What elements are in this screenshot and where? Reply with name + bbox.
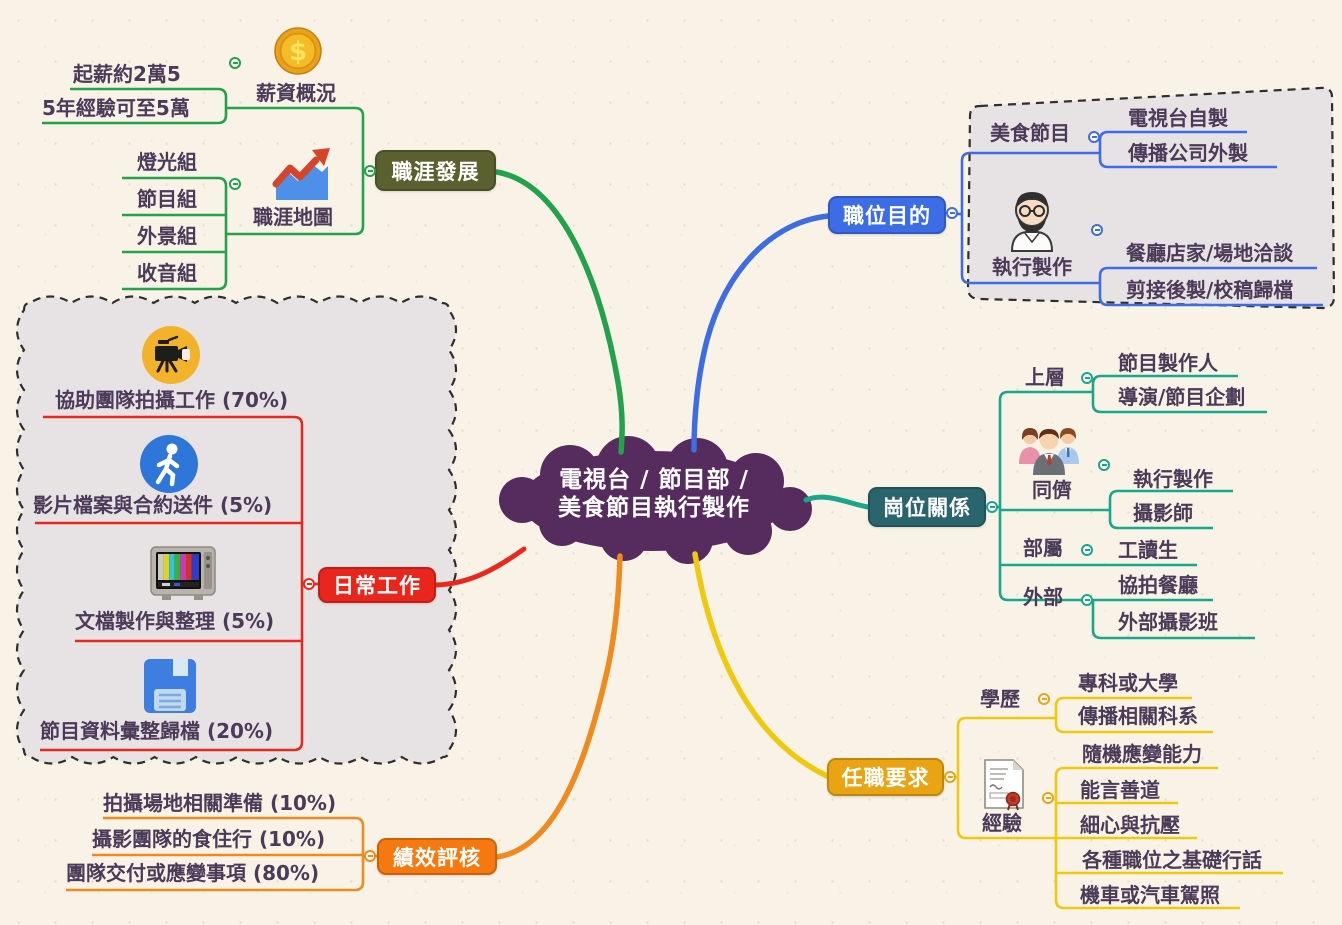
- topic-crew-logistics[interactable]: 攝影團隊的食住行 (10%): [92, 827, 326, 851]
- purpose-branch-lines: [947, 130, 1323, 307]
- topic-adaptability[interactable]: 隨機應變能力: [1082, 742, 1202, 766]
- relations-branch-lines: [986, 374, 1267, 640]
- topic-program-team[interactable]: 節目組: [137, 187, 197, 211]
- collapse-button-external[interactable]: [1081, 594, 1093, 606]
- node-performance-review-label: 績效評核: [393, 845, 481, 870]
- node-position-relations[interactable]: 崗位關係: [868, 487, 986, 527]
- node-job-requirements-label: 任職要求: [841, 766, 930, 790]
- topic-college[interactable]: 專科或大學: [1078, 671, 1178, 695]
- topic-partner-restaurants[interactable]: 協拍餐廳: [1118, 573, 1198, 597]
- topic-document-organizing[interactable]: 文檔製作與整理 (5%): [75, 609, 275, 633]
- topic-file-contract-delivery[interactable]: 影片檔案與合約送件 (5%): [33, 493, 273, 517]
- topic-tv-inhouse[interactable]: 電視台自製: [1128, 106, 1228, 130]
- certificate-icon: [984, 759, 1024, 811]
- topic-external[interactable]: 外部: [1023, 585, 1063, 609]
- topic-career-map[interactable]: 職涯地圖: [253, 205, 333, 229]
- topic-part-timer[interactable]: 工讀生: [1118, 538, 1178, 562]
- collapse-button-exec[interactable]: [1091, 224, 1103, 236]
- topic-team-delivery[interactable]: 團隊交付或應變事項 (80%): [66, 861, 320, 885]
- topic-salary-overview[interactable]: 薪資概況: [256, 81, 336, 105]
- topic-industry-jargon[interactable]: 各種職位之基礎行話: [1082, 848, 1262, 872]
- collapse-button-subordinates[interactable]: [1081, 544, 1093, 556]
- topic-photographer[interactable]: 攝影師: [1133, 501, 1193, 525]
- topic-starting-salary[interactable]: 起薪約2萬5: [73, 62, 181, 86]
- requirements-branch-lines: [944, 696, 1283, 910]
- topic-location-team[interactable]: 外景組: [137, 224, 197, 248]
- node-career-development[interactable]: 職涯發展: [375, 150, 496, 191]
- topic-post-production[interactable]: 剪接後製/校稿歸檔: [1126, 278, 1294, 302]
- main-branch-curves: [433, 169, 871, 860]
- collapse-button-education[interactable]: [1038, 693, 1050, 705]
- topic-venue-prep[interactable]: 拍攝場地相關準備 (10%): [103, 791, 337, 815]
- node-career-development-label: 職涯發展: [391, 159, 480, 184]
- collapse-button-career-map[interactable]: [229, 178, 241, 190]
- topic-driver-license[interactable]: 機車或汽車駕照: [1080, 883, 1220, 907]
- topic-peer-exec[interactable]: 執行製作: [1133, 467, 1213, 491]
- performance-branch-lines: [66, 816, 378, 892]
- collapse-button-salary[interactable]: [229, 57, 241, 69]
- central-topic-cloud[interactable]: [499, 436, 812, 564]
- career-branch-lines: [42, 87, 376, 291]
- central-topic[interactable]: 電視台 / 節目部 / 美食節目執行製作: [498, 466, 810, 522]
- node-daily-work[interactable]: 日常工作: [318, 567, 436, 603]
- topic-articulate[interactable]: 能言善道: [1080, 778, 1160, 802]
- tv-icon: [150, 546, 216, 600]
- daily-branch-lines: [35, 415, 318, 752]
- topic-salary-5yr[interactable]: 5年經驗可至5萬: [42, 96, 190, 120]
- topic-outsourced[interactable]: 傳播公司外製: [1128, 141, 1248, 165]
- trend-chart-icon: [272, 148, 330, 200]
- node-performance-review[interactable]: 績效評核: [377, 838, 497, 875]
- collapse-button-daily[interactable]: [303, 578, 315, 590]
- collapse-button-career[interactable]: [364, 165, 376, 177]
- man-avatar-icon: [1010, 192, 1054, 252]
- svg-text:$: $: [289, 37, 307, 67]
- coin-icon: $: [274, 27, 322, 75]
- collapse-button-peers[interactable]: [1098, 459, 1110, 471]
- topic-upper-level[interactable]: 上層: [1025, 365, 1065, 389]
- central-topic-line1: 電視台 / 節目部 /: [559, 467, 749, 493]
- node-job-purpose-label: 職位目的: [843, 204, 931, 228]
- node-daily-work-label: 日常工作: [333, 574, 421, 598]
- topic-education[interactable]: 學歷: [980, 687, 1020, 711]
- collapse-button-performance[interactable]: [364, 850, 376, 862]
- topic-peers[interactable]: 同儕: [1032, 478, 1072, 502]
- collapse-button-relations[interactable]: [986, 501, 998, 513]
- node-job-purpose[interactable]: 職位目的: [828, 196, 946, 234]
- walking-person-icon: [140, 435, 198, 493]
- topic-stress-tolerance[interactable]: 細心與抗壓: [1080, 813, 1180, 837]
- collapse-button-food-show[interactable]: [1088, 131, 1100, 143]
- topic-producer[interactable]: 節目製作人: [1118, 351, 1218, 375]
- topic-sound-team[interactable]: 收音組: [137, 261, 197, 285]
- floppy-disk-icon: [144, 659, 196, 713]
- topic-subordinates[interactable]: 部屬: [1023, 536, 1063, 560]
- collapse-button-purpose[interactable]: [946, 207, 958, 219]
- collapse-button-experience[interactable]: [1042, 792, 1054, 804]
- topic-experience[interactable]: 經驗: [982, 811, 1022, 835]
- collapse-button-upper[interactable]: [1081, 372, 1093, 384]
- topic-venue-negotiation[interactable]: 餐廳店家/場地洽談: [1126, 241, 1294, 265]
- people-group-icon: [1019, 428, 1079, 475]
- topic-exec-production[interactable]: 執行製作: [992, 255, 1072, 279]
- topic-assist-shooting[interactable]: 協助團隊拍攝工作 (70%): [55, 388, 289, 412]
- topic-lighting-team[interactable]: 燈光組: [137, 150, 197, 174]
- topic-director-planner[interactable]: 導演/節目企劃: [1118, 385, 1246, 409]
- node-position-relations-label: 崗位關係: [883, 496, 971, 520]
- topic-external-camera-crew[interactable]: 外部攝影班: [1118, 610, 1218, 634]
- topic-food-show[interactable]: 美食節目: [990, 121, 1070, 145]
- topic-archive-program-data[interactable]: 節目資料彙整歸檔 (20%): [40, 719, 274, 743]
- node-job-requirements[interactable]: 任職要求: [827, 758, 944, 796]
- daily-work-boundary-region: [15, 295, 458, 765]
- central-topic-line2: 美食節目執行製作: [558, 495, 750, 521]
- job-purpose-boundary-region: [966, 86, 1336, 310]
- collapse-button-requirements[interactable]: [944, 771, 956, 783]
- video-camera-icon: [142, 326, 200, 384]
- topic-comm-major[interactable]: 傳播相關科系: [1078, 704, 1198, 728]
